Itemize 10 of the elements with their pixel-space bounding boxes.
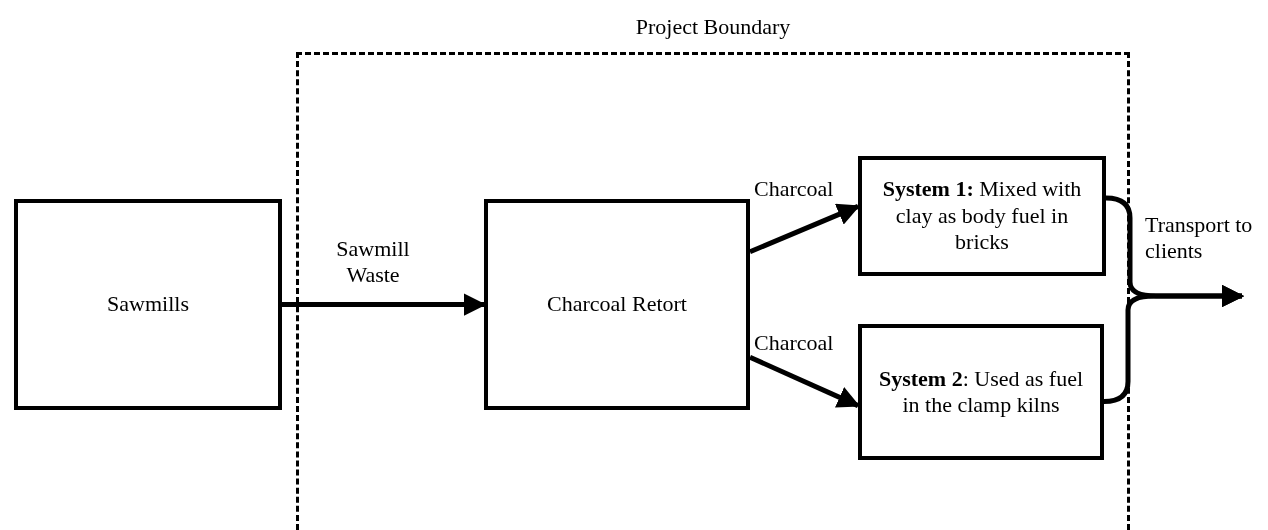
arrow [749, 203, 861, 255]
edge-label: Transport to clients [1145, 212, 1254, 265]
boundary-heading: Project Boundary [635, 14, 791, 40]
arrow [1103, 284, 1245, 404]
process-box: System 2: Used as fuel in the clamp kilns [858, 324, 1104, 460]
process-box: Sawmills [14, 199, 282, 410]
process-box: Charcoal Retort [484, 199, 750, 410]
process-box: System 1: Mixed with clay as body fuel in bricks [858, 156, 1106, 276]
arrow [282, 293, 487, 316]
arrow [748, 354, 861, 408]
